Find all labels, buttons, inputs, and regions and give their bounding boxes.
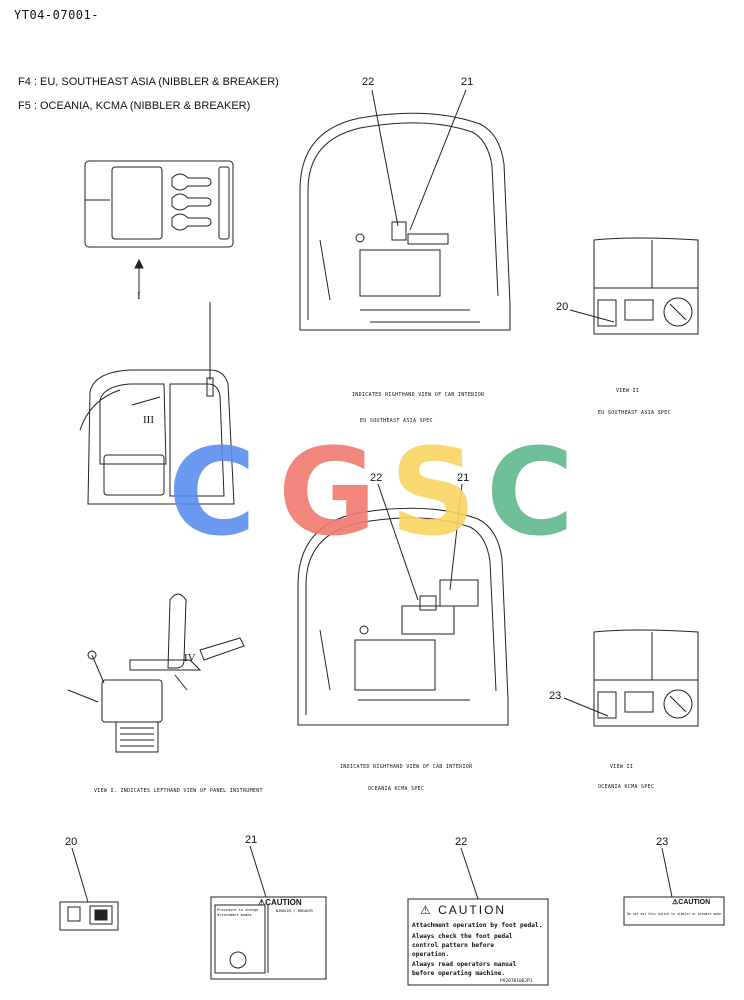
watermark-letter-c2: C — [486, 424, 575, 563]
decal-21-left-line-2: attachment modes — [217, 913, 252, 917]
decal-22-line-2: Always check the foot pedal — [412, 933, 513, 940]
watermark-letter-s: S — [390, 424, 477, 563]
caption-view-i: VIEW I. INDICATES LEFTHAND VIEW OF PANEL… — [94, 788, 263, 794]
decal-22-drawing — [407, 847, 549, 986]
caption-view-eu-1: VIEW II — [616, 388, 640, 394]
decal-22-heading: ⚠ CAUTION — [420, 903, 507, 917]
decal-22-line-4: operation. — [412, 951, 450, 958]
decal-21-heading: ⚠CAUTION — [258, 898, 302, 907]
callout-22-bottom: 22 — [455, 836, 468, 848]
callout-23-bottom: 23 — [656, 836, 669, 848]
caption-view-oc-2: OCEANIA KCMA SPEC — [598, 784, 655, 790]
callout-22-top: 22 — [362, 76, 375, 88]
caption-view-eu-2: EU SOUTHEAST ASIA SPEC — [598, 410, 671, 416]
cab-interior-oceania-drawing — [297, 483, 509, 726]
cab-interior-eu-drawing — [299, 89, 511, 331]
seat-console-drawing — [67, 593, 245, 753]
spec-line-f5: F5 : OCEANIA, KCMA (NIBBLER & BREAKER) — [18, 100, 251, 112]
view-mark-iii: III — [143, 414, 154, 426]
view-mark-iv: IV — [184, 652, 196, 664]
callout-21-mid: 21 — [457, 472, 470, 484]
decal-23-drawing — [623, 847, 725, 926]
view-ii-eu-drawing — [569, 237, 699, 335]
decal-22-line-5: Always read operators manual — [412, 961, 517, 968]
caption-cab-eu-1: INDICATED RIGHTHAND VIEW OF CAB INTERIOR — [352, 392, 485, 398]
caption-cab-oc-1: INDICATED RIGHTHAND VIEW OF CAB INTERIOR — [340, 764, 473, 770]
caption-cab-oc-2: OCEANIA KCMA SPEC — [368, 786, 425, 792]
decal-21-drawing — [210, 845, 327, 980]
caption-view-oc-1: VIEW II — [610, 764, 634, 770]
callout-22-mid: 22 — [370, 472, 383, 484]
watermark-letter-c1: C — [168, 424, 257, 563]
decal-21-right-head: NIBBLER / BREAKER — [276, 909, 313, 913]
watermark-letter-g: G — [278, 424, 377, 563]
decal-22-line-6: before operating machine. — [412, 970, 506, 977]
decal-22-line-3: control pattern before — [412, 942, 494, 949]
decal-23-heading: ⚠CAUTION — [672, 899, 711, 906]
callout-23-mid: 23 — [549, 690, 562, 702]
decal-20-drawing — [59, 847, 119, 931]
cab-exterior-drawing — [79, 302, 235, 505]
view-ii-oceania-drawing — [563, 629, 699, 727]
watermark: C G S C — [168, 424, 588, 563]
document-id: YT04-07001- — [14, 8, 99, 22]
caption-cab-eu-2: EU SOUTHEAST ASIA SPEC — [360, 418, 433, 424]
callout-21-bottom: 21 — [245, 834, 258, 846]
decal-21-left-line-1: Procedure to change — [217, 908, 259, 912]
decal-23-line: Do not set this switch to nibbler or bre… — [627, 912, 722, 916]
view-mark-i: I — [137, 290, 141, 302]
callout-20-bottom: 20 — [65, 836, 78, 848]
callout-21-top: 21 — [461, 76, 474, 88]
decal-22-part-no: PV20T01062P1 — [500, 979, 533, 984]
decal-22-line-1: Attachment operation by foot pedal. — [412, 922, 543, 929]
spec-line-f4: F4 : EU, SOUTHEAST ASIA (NIBBLER & BREAK… — [18, 76, 279, 88]
callout-20-top: 20 — [556, 301, 569, 313]
instrument-panel-drawing — [84, 160, 234, 296]
